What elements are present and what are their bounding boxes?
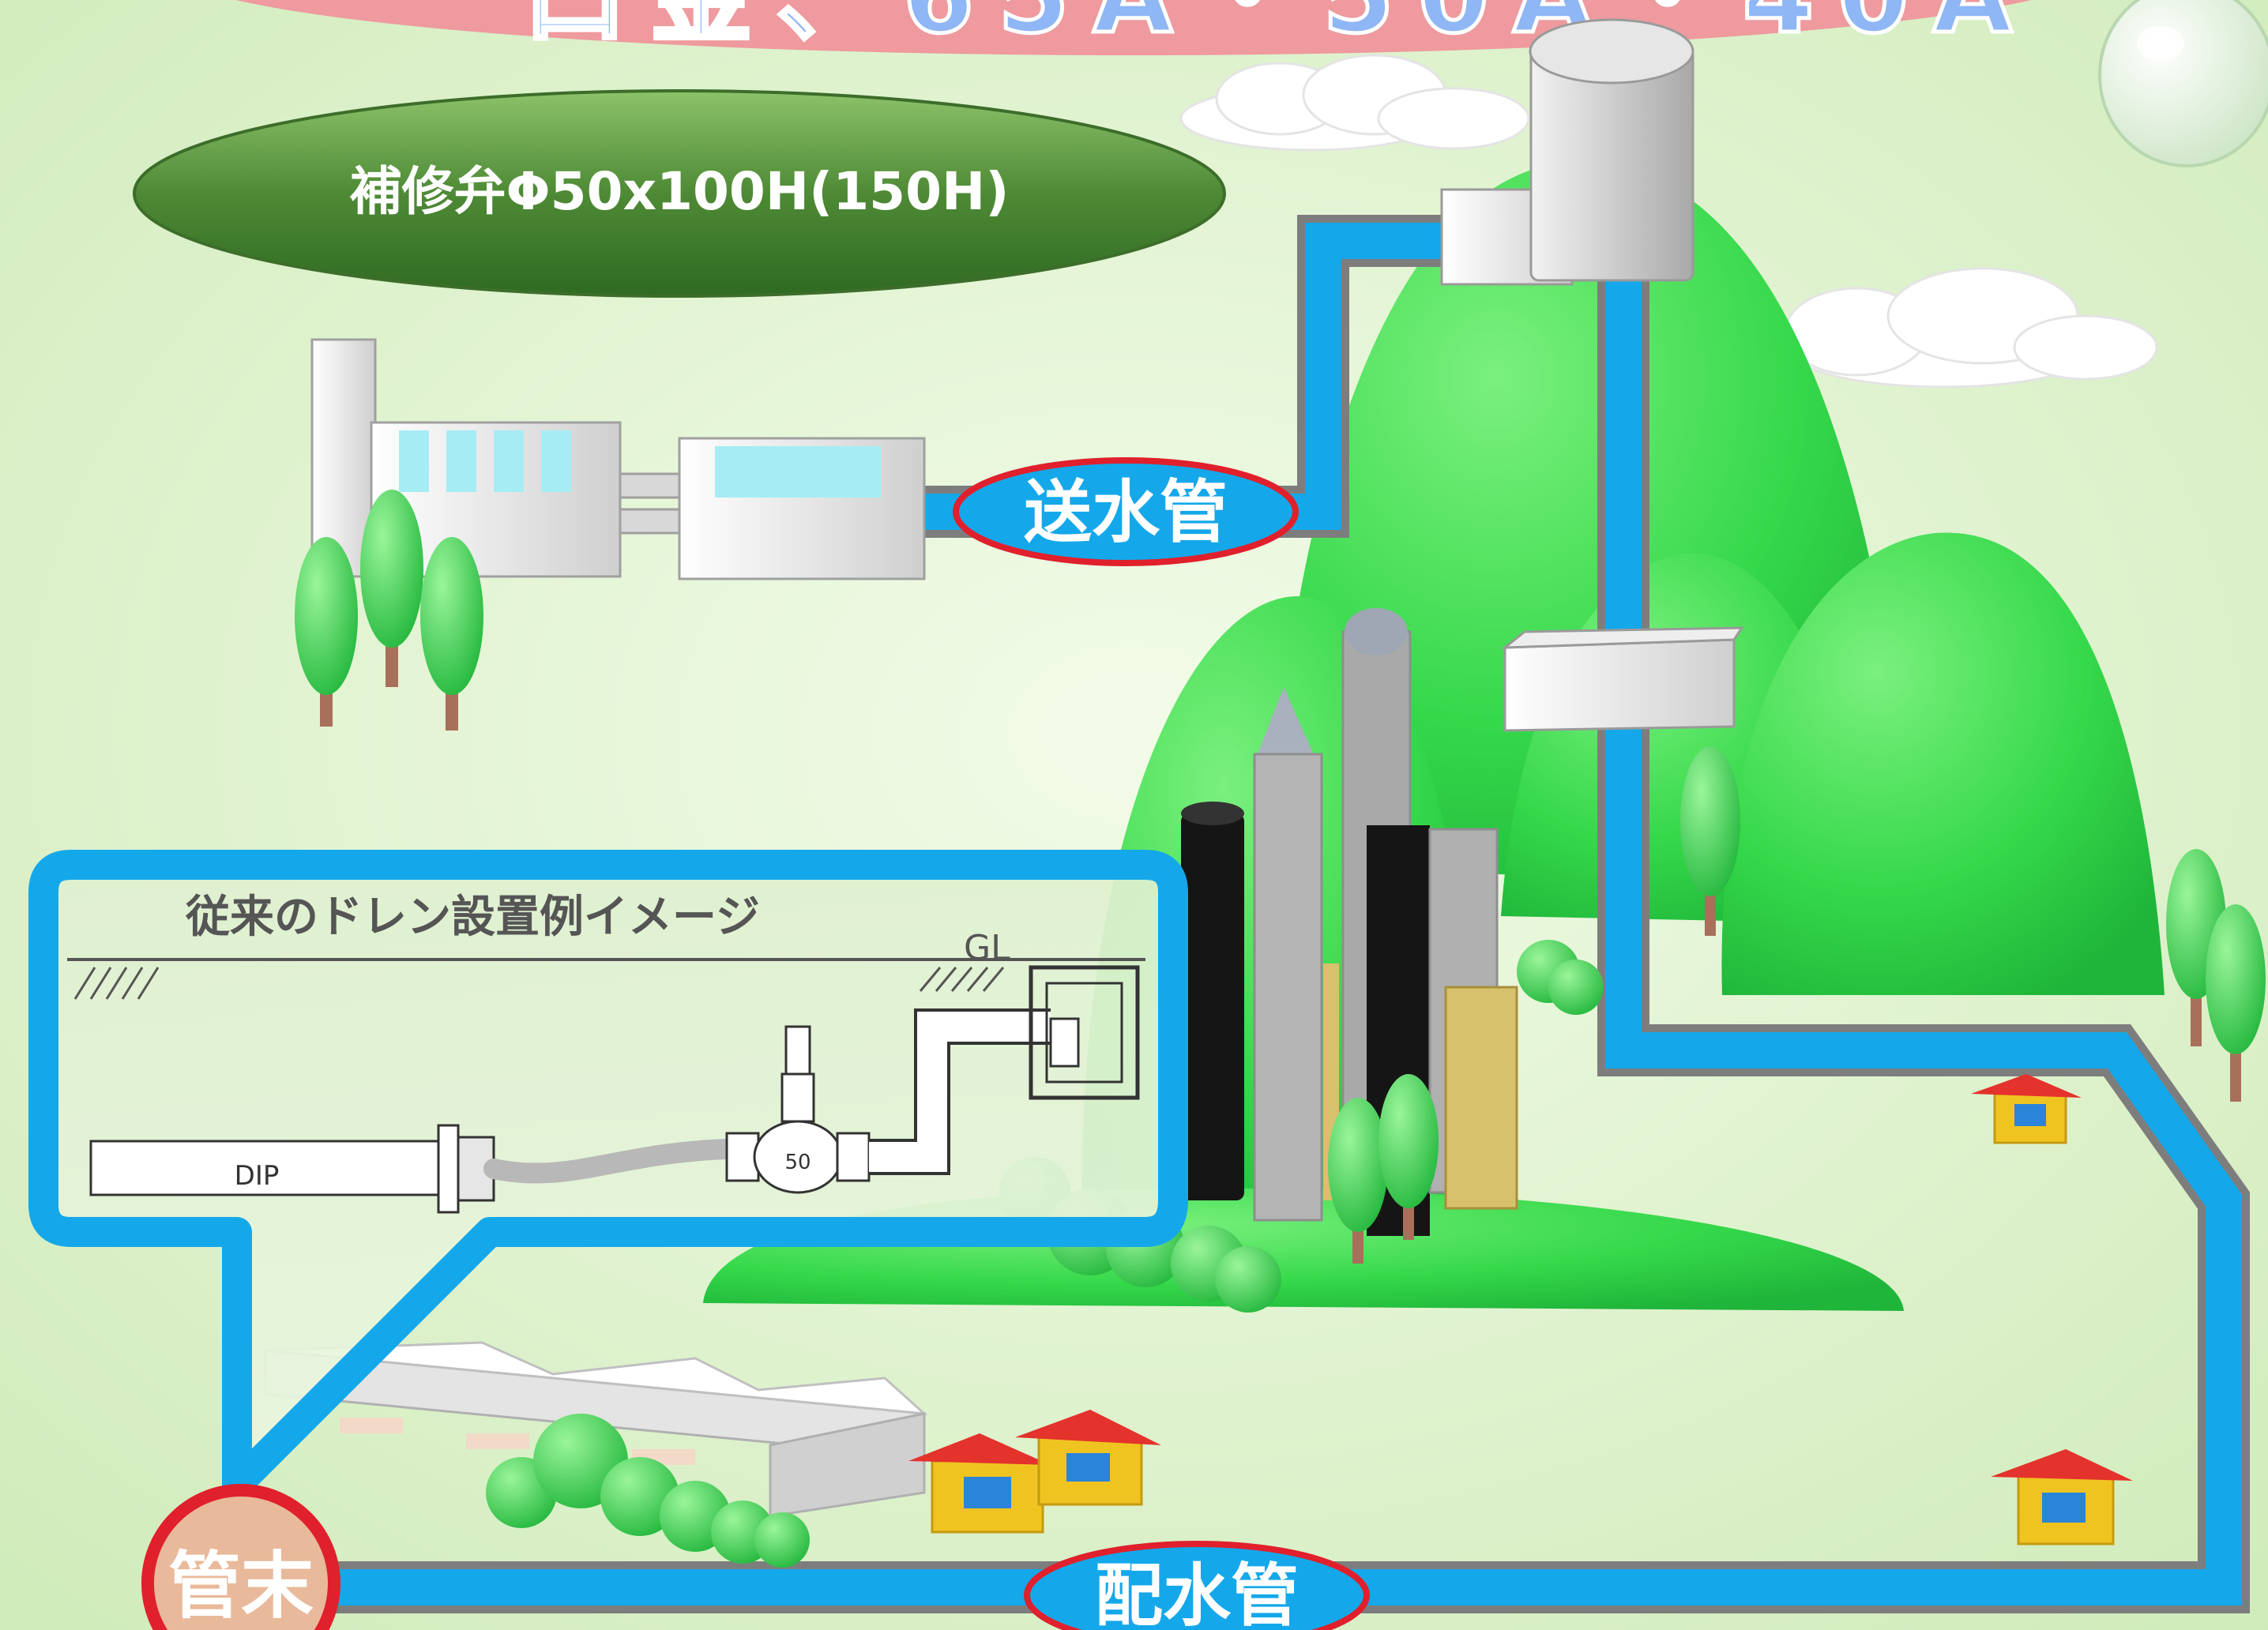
- banner-text: 口金、65A・50A・40A: [524, 0, 2037, 56]
- house-icon: [1971, 1074, 2082, 1144]
- distribution-pipe-label: 配水管: [1024, 1541, 1370, 1630]
- reservoir-box: [1501, 626, 1744, 732]
- house-icon: [1015, 1410, 1161, 1506]
- tree-icon: [2206, 904, 2266, 1102]
- valve-spec-text: 補修弁Φ50x100H(150H): [350, 161, 1010, 222]
- bush-icon: [486, 1414, 810, 1568]
- pipe-material-label: DIP: [235, 1160, 280, 1192]
- transmission-pipe-text: 送水管: [1024, 473, 1228, 552]
- tree-icon: [1328, 1098, 1388, 1264]
- house-icon: [1991, 1449, 2133, 1545]
- house-icon: [908, 1433, 1051, 1534]
- water-drop-icon: [2098, 0, 2268, 167]
- tree-icon: [1680, 746, 1740, 936]
- distribution-pipe-text: 配水管: [1095, 1557, 1299, 1630]
- inset-title: 従来のドレン設置例イメージ: [185, 892, 760, 943]
- tree-icon: [1378, 1074, 1439, 1240]
- valve-spec-label: 補修弁Φ50x100H(150H): [133, 89, 1226, 298]
- tree-icon: [360, 490, 423, 687]
- water-tank: [1440, 18, 1694, 286]
- distribution-pipe: [205, 269, 2250, 1613]
- tree-icon: [420, 537, 483, 730]
- tree-icon: [295, 537, 358, 727]
- factory-buildings: [263, 1341, 928, 1518]
- transmission-pipe-label: 送水管: [953, 457, 1299, 566]
- cloud-icon: [1179, 54, 1530, 152]
- ground-level-label: GL: [964, 928, 1010, 968]
- pipe-end-label: 管末: [141, 1484, 340, 1630]
- pipe-end-text: 管末: [168, 1544, 314, 1628]
- valve-size-label: 50: [784, 1151, 811, 1174]
- drain-example-callout: 従来のドレン設置例イメージ GL DIP 50: [28, 850, 1188, 1500]
